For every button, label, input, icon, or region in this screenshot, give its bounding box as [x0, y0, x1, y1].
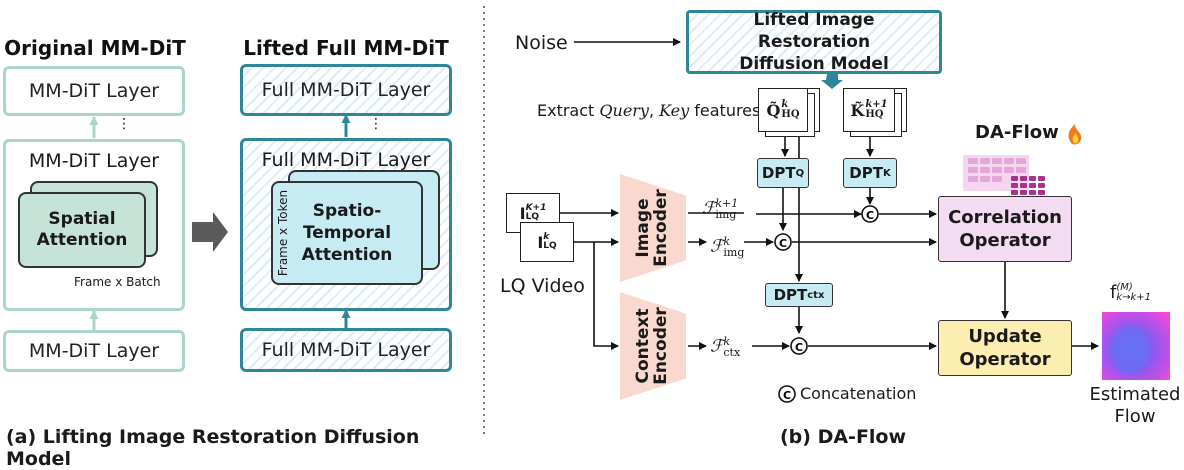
- image-encoder-label: Image Encoder: [633, 189, 671, 267]
- k-feature-symbol: K̃: [850, 100, 865, 120]
- update-operator-block: Update Operator: [938, 320, 1072, 376]
- q-sup: k: [781, 99, 789, 110]
- dpt-q-sub: Q: [795, 167, 805, 179]
- spatial-attention-block: Spatial Attention: [18, 192, 146, 268]
- spatio-temporal-block: Spatio-Temporal Attention: [271, 181, 423, 285]
- concat-circle-q: C: [774, 233, 792, 251]
- correlation-volume-icon: [963, 155, 1045, 195]
- frame-token-label: Frame x Token: [276, 189, 290, 277]
- lift-arrow: [192, 212, 228, 252]
- lifted-title: Lifted Full MM-DiT: [243, 36, 449, 60]
- k-sub: HQ: [865, 109, 884, 120]
- dots-lifted: ⋮: [369, 116, 383, 132]
- frame-batch-label: Frame x Batch: [74, 275, 161, 289]
- image-encoder-shape: [620, 174, 686, 282]
- concat-circle-ctx: C: [790, 337, 808, 355]
- dots-orig: ⋮: [117, 116, 131, 132]
- full-layer-bottom: Full MM-DiT Layer: [240, 328, 452, 372]
- flow-symbol-label: f(M)k→k+1: [1110, 282, 1151, 303]
- fimg-bottom-symbol: ℱ: [710, 236, 724, 257]
- caption-a: (a) Lifting Image Restoration Diffusion …: [6, 426, 420, 470]
- arrow-ilq-to-context-encoder: [593, 242, 619, 350]
- ilq-top-sub: LQ: [525, 212, 539, 222]
- dpt-ctx-sub: ctx: [807, 289, 825, 301]
- q-sub: HQ: [781, 109, 800, 120]
- noise-label: Noise: [515, 32, 568, 54]
- fctx-symbol: ℱ: [710, 336, 724, 357]
- caption-b: (b) DA-Flow: [780, 426, 907, 448]
- dpt-k-sub: K: [882, 167, 891, 179]
- fctx-sub: ctx: [723, 346, 741, 359]
- extract-query: Query: [599, 101, 649, 120]
- extract-label: Extract Query, Key features: [537, 101, 760, 120]
- svg-text:C: C: [866, 209, 874, 222]
- correlation-operator-block: Correlation Operator: [938, 196, 1072, 262]
- ilq-bottom-sup: k: [543, 232, 550, 242]
- fimg-top-sup: k+1: [715, 197, 739, 210]
- concat-legend-circle: C: [778, 385, 796, 403]
- context-encoder-shape: [620, 292, 686, 400]
- dpt-k-label: DPT: [849, 164, 883, 182]
- extract-suffix: features: [689, 101, 761, 120]
- flow-symbol: f: [1110, 282, 1117, 303]
- flow-sub: k→k+1: [1116, 292, 1152, 303]
- estimated-flow-label: Estimated Flow: [1089, 384, 1181, 427]
- fimg-top-symbol: ℱ: [702, 198, 716, 219]
- svg-text:C: C: [795, 341, 803, 354]
- k-sup: k+1: [865, 99, 888, 110]
- da-flow-label: DA-Flow: [975, 122, 1059, 143]
- full-layer-top: Full MM-DiT Layer: [240, 64, 452, 116]
- ilq-bottom-symbol: I: [537, 232, 544, 252]
- orig-layer-bottom: MM-DiT Layer: [3, 330, 185, 372]
- fctx-sup: k: [723, 335, 731, 348]
- diffusion-model-block: Lifted Image Restoration Diffusion Model: [686, 10, 942, 74]
- extract-key: Key: [659, 101, 690, 120]
- arrow-diffusion-down: [821, 74, 843, 89]
- ilq-top-symbol: I: [519, 203, 526, 223]
- context-encoder-label: Context Encoder: [633, 307, 671, 385]
- dpt-q-label: DPT: [761, 164, 796, 182]
- ilq-bottom-sub: LQ: [543, 241, 557, 251]
- ilq-top-sup: K+1: [525, 203, 547, 213]
- fimg-bottom-sup: k: [723, 235, 731, 248]
- orig-layer-mid-label: MM-DiT Layer: [28, 150, 160, 172]
- fimg-top-sub: img: [715, 208, 737, 221]
- flame-icon-right: [1068, 124, 1082, 145]
- original-title: Original MM-DiT: [4, 36, 186, 60]
- q-feature-symbol: Q̃: [766, 100, 781, 120]
- full-layer-mid-label: Full MM-DiT Layer: [261, 149, 431, 171]
- concat-circle-k: C: [861, 205, 879, 223]
- extract-comma: ,: [648, 101, 660, 120]
- svg-text:C: C: [779, 237, 787, 250]
- dpt-ctx-label: DPT: [773, 286, 808, 304]
- lq-video-label: LQ Video: [500, 275, 585, 297]
- orig-layer-top: MM-DiT Layer: [3, 66, 185, 116]
- concatenation-label: Concatenation: [800, 384, 917, 403]
- extract-prefix: Extract: [537, 101, 600, 120]
- svg-text:C: C: [783, 389, 791, 402]
- fimg-bottom-sub: img: [723, 246, 745, 259]
- flow-sup: (M): [1116, 282, 1133, 293]
